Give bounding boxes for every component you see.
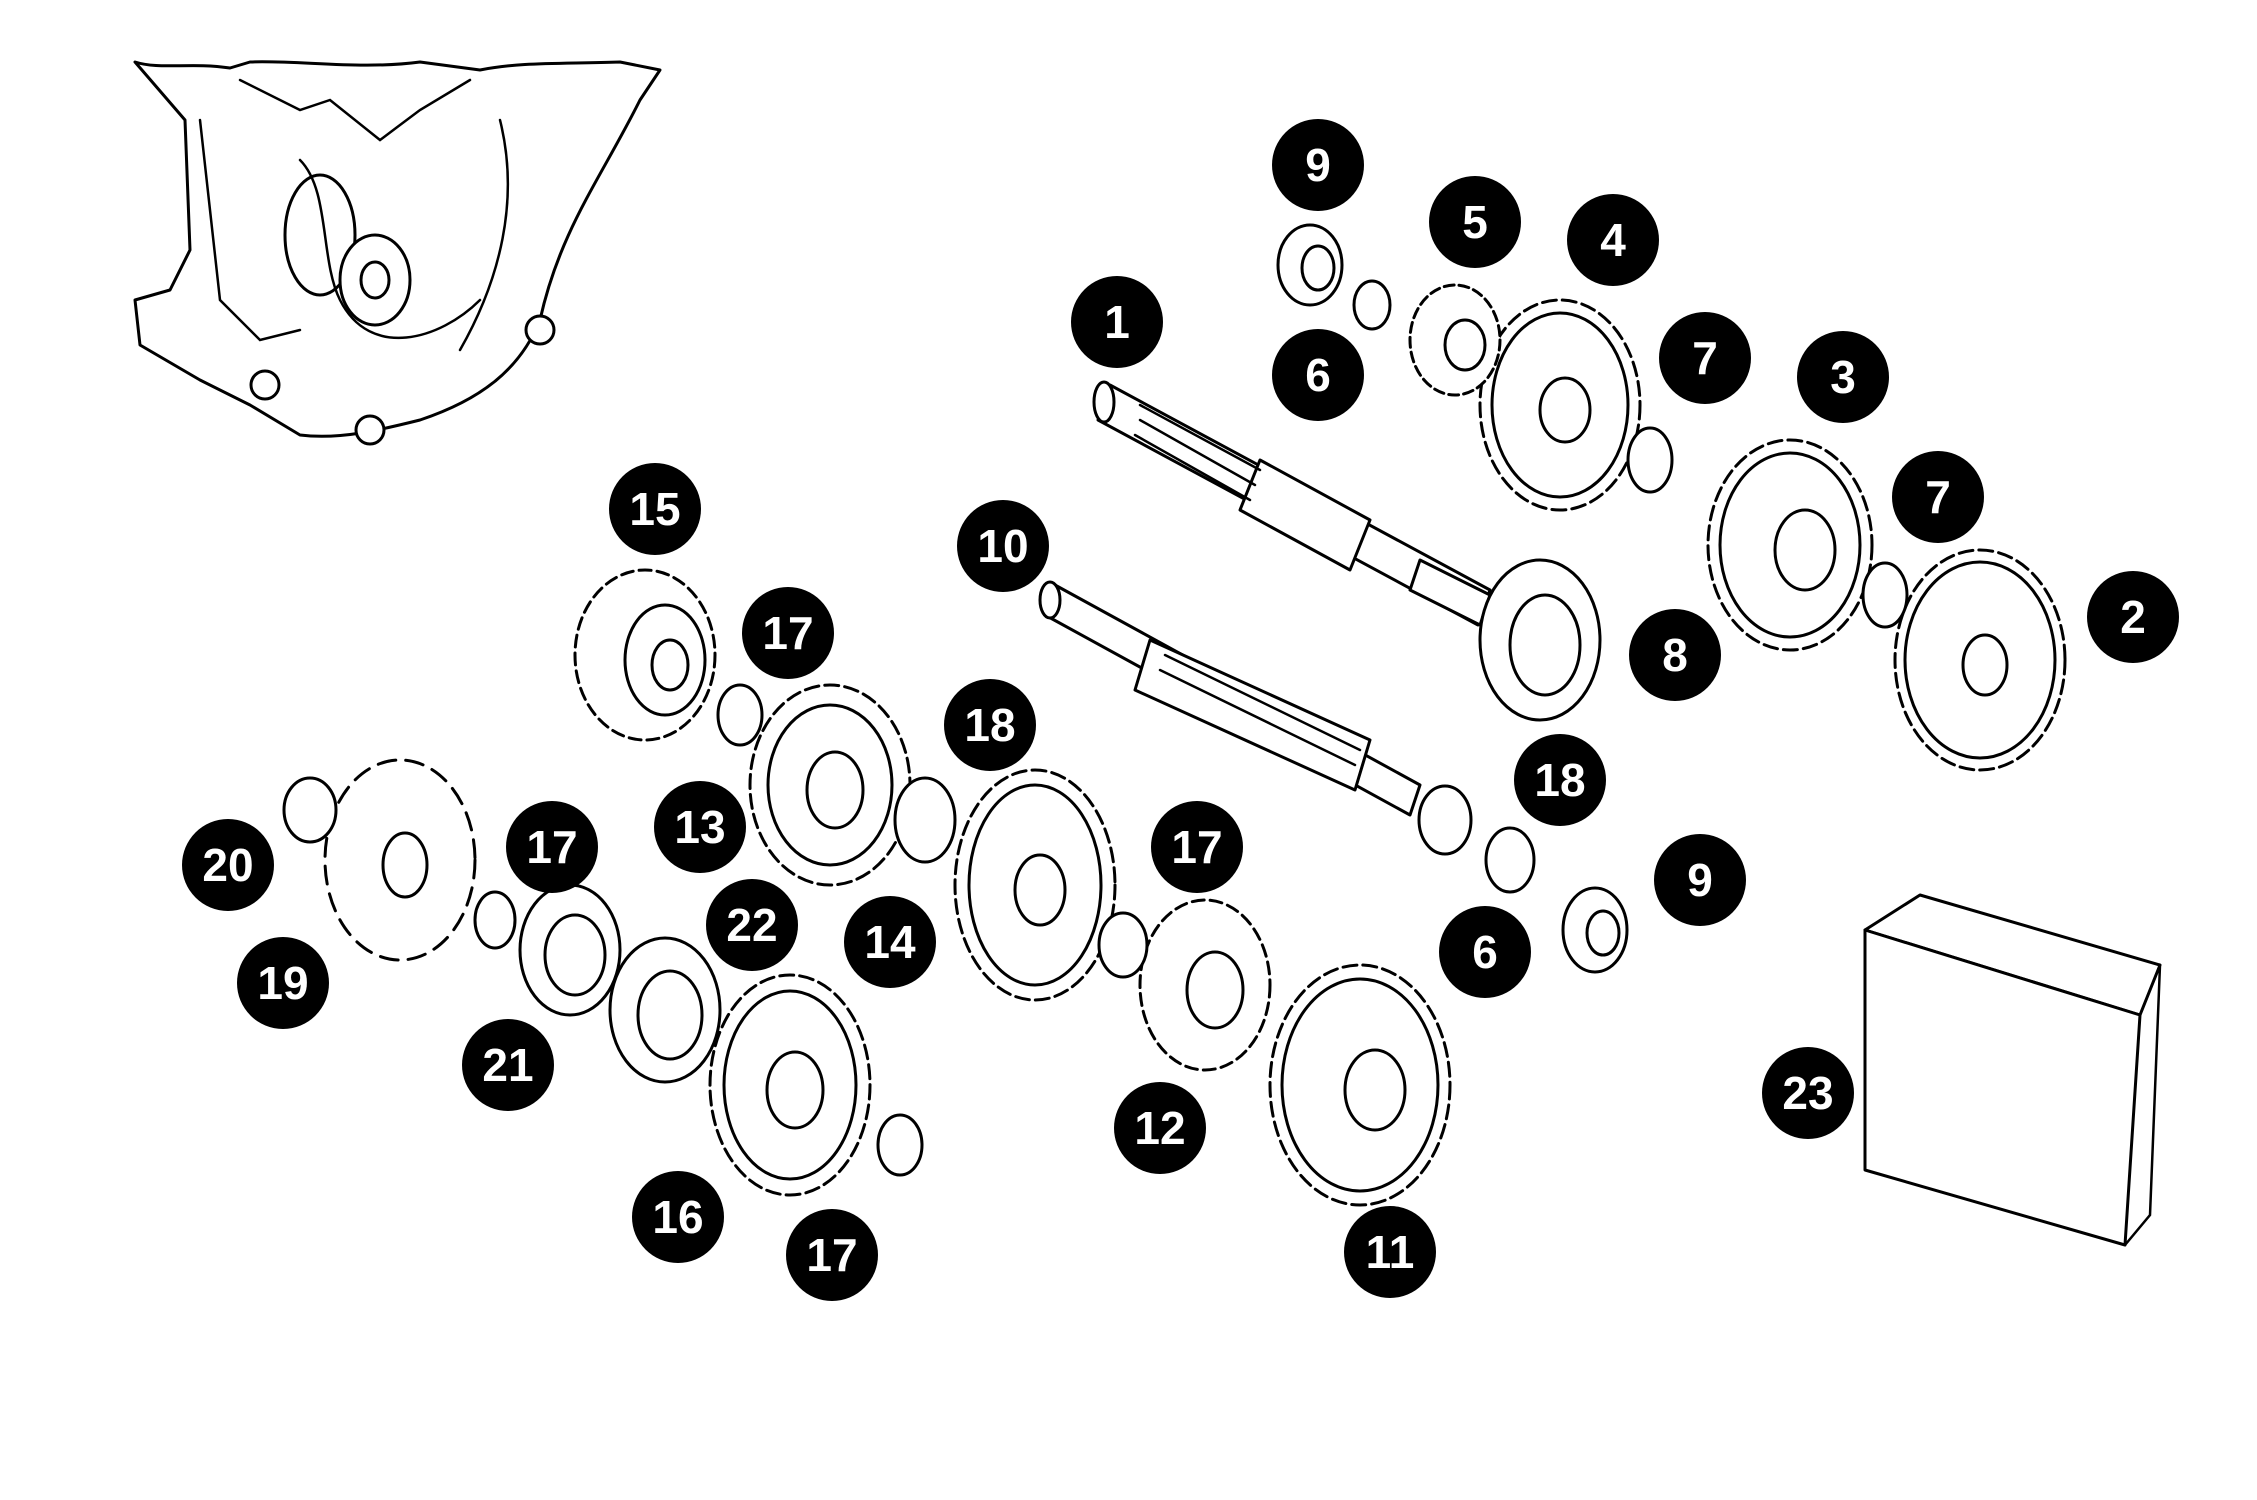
- gear-15: [573, 568, 717, 742]
- callout-14: 14: [844, 896, 936, 988]
- svg-text:12: 12: [1134, 1102, 1185, 1154]
- callout-6-top: 6: [1272, 329, 1364, 421]
- svg-text:6: 6: [1472, 926, 1498, 978]
- callout-20: 20: [182, 819, 274, 911]
- callout-9-top: 9: [1272, 119, 1364, 211]
- gear-13: [748, 683, 912, 887]
- callout-6-bottom: 6: [1439, 906, 1531, 998]
- callout-22: 22: [706, 879, 798, 971]
- svg-text:4: 4: [1600, 214, 1626, 266]
- gear-12: [1138, 898, 1272, 1072]
- gear-16: [708, 973, 872, 1197]
- callout-7-top: 7: [1659, 312, 1751, 404]
- svg-text:7: 7: [1692, 332, 1718, 384]
- callout-13: 13: [654, 781, 746, 873]
- svg-text:19: 19: [257, 957, 308, 1009]
- callout-17-d: 17: [786, 1209, 878, 1301]
- callout-1: 1: [1071, 276, 1163, 368]
- callout-23: 23: [1762, 1047, 1854, 1139]
- callout-5: 5: [1429, 176, 1521, 268]
- gear-14: [953, 768, 1117, 1002]
- gear-3: [1706, 438, 1874, 652]
- svg-text:22: 22: [726, 899, 777, 951]
- bearing-9-bottom: [1561, 886, 1629, 974]
- svg-text:9: 9: [1305, 139, 1331, 191]
- svg-text:5: 5: [1462, 196, 1488, 248]
- bearing-22: [608, 936, 722, 1084]
- gear-11: [1268, 963, 1452, 1207]
- callout-4: 4: [1567, 194, 1659, 286]
- svg-text:18: 18: [1534, 754, 1585, 806]
- callout-12: 12: [1114, 1082, 1206, 1174]
- bearing-9-top: [1276, 223, 1344, 307]
- svg-text:8: 8: [1662, 629, 1688, 681]
- svg-text:11: 11: [1366, 1226, 1415, 1278]
- callout-9-bottom: 9: [1654, 834, 1746, 926]
- svg-text:23: 23: [1782, 1067, 1833, 1119]
- gasket-kit: [1863, 893, 2162, 1247]
- svg-text:13: 13: [674, 801, 725, 853]
- svg-text:1: 1: [1104, 296, 1130, 348]
- svg-text:6: 6: [1305, 349, 1331, 401]
- gear-4: [1478, 298, 1642, 512]
- svg-text:17: 17: [526, 821, 577, 873]
- callout-17-b: 17: [506, 801, 598, 893]
- sprocket-19: [323, 758, 477, 962]
- svg-text:17: 17: [1171, 821, 1222, 873]
- callout-11: 11: [1344, 1206, 1436, 1298]
- svg-text:18: 18: [964, 699, 1015, 751]
- gear-2: [1893, 548, 2067, 772]
- svg-text:10: 10: [977, 520, 1028, 572]
- callout-2: 2: [2087, 571, 2179, 663]
- svg-text:2: 2: [2120, 591, 2146, 643]
- callout-21: 21: [462, 1019, 554, 1111]
- callout-18-a: 18: [944, 679, 1036, 771]
- callout-15: 15: [609, 463, 701, 555]
- main-shaft: [1092, 380, 1492, 627]
- svg-text:14: 14: [864, 916, 916, 968]
- svg-text:3: 3: [1830, 351, 1856, 403]
- bearing-21: [518, 883, 622, 1017]
- callout-16: 16: [632, 1171, 724, 1263]
- svg-text:9: 9: [1687, 854, 1713, 906]
- svg-text:20: 20: [202, 839, 253, 891]
- svg-text:21: 21: [482, 1039, 533, 1091]
- svg-text:17: 17: [762, 607, 813, 659]
- gear-5: [1408, 283, 1502, 397]
- bearing-8: [1478, 558, 1602, 722]
- callout-7-bottom: 7: [1892, 451, 1984, 543]
- callout-3: 3: [1797, 331, 1889, 423]
- callout-19: 19: [237, 937, 329, 1029]
- svg-text:16: 16: [652, 1191, 703, 1243]
- svg-text:7: 7: [1925, 471, 1951, 523]
- svg-text:17: 17: [806, 1229, 857, 1281]
- svg-text:15: 15: [629, 483, 680, 535]
- callout-18-b: 18: [1514, 734, 1606, 826]
- callout-17-a: 17: [742, 587, 834, 679]
- secondary-shaft: [1038, 580, 1422, 817]
- washers: [282, 279, 1909, 1177]
- callout-17-c: 17: [1151, 801, 1243, 893]
- crankcase-housing: [133, 60, 662, 446]
- callout-10: 10: [957, 500, 1049, 592]
- callout-8: 8: [1629, 609, 1721, 701]
